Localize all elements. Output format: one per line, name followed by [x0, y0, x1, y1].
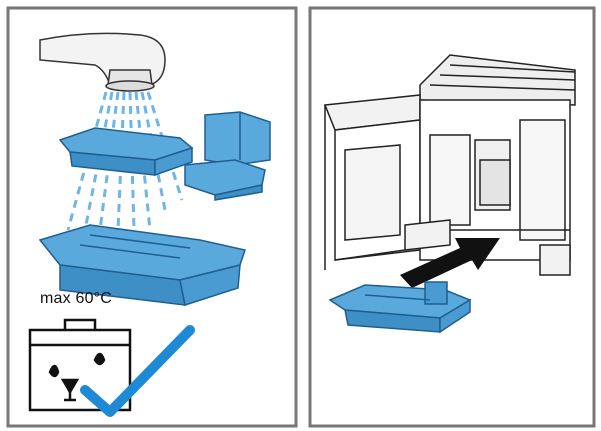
drip-tray-insert-part	[328, 281, 472, 334]
dishwasher-icon	[28, 318, 132, 412]
machine-interior	[323, 54, 576, 276]
faucet-icon	[39, 32, 166, 92]
drip-tray-base-part	[38, 224, 246, 306]
insert-arrow-icon	[400, 238, 500, 288]
checkmark-icon	[80, 325, 195, 417]
right-panel-frame	[308, 6, 596, 428]
max-temperature-label: max 60°C	[40, 290, 113, 307]
grounds-container-part	[184, 111, 271, 201]
left-panel-frame	[6, 6, 298, 428]
drip-tray-top-part	[58, 127, 194, 177]
